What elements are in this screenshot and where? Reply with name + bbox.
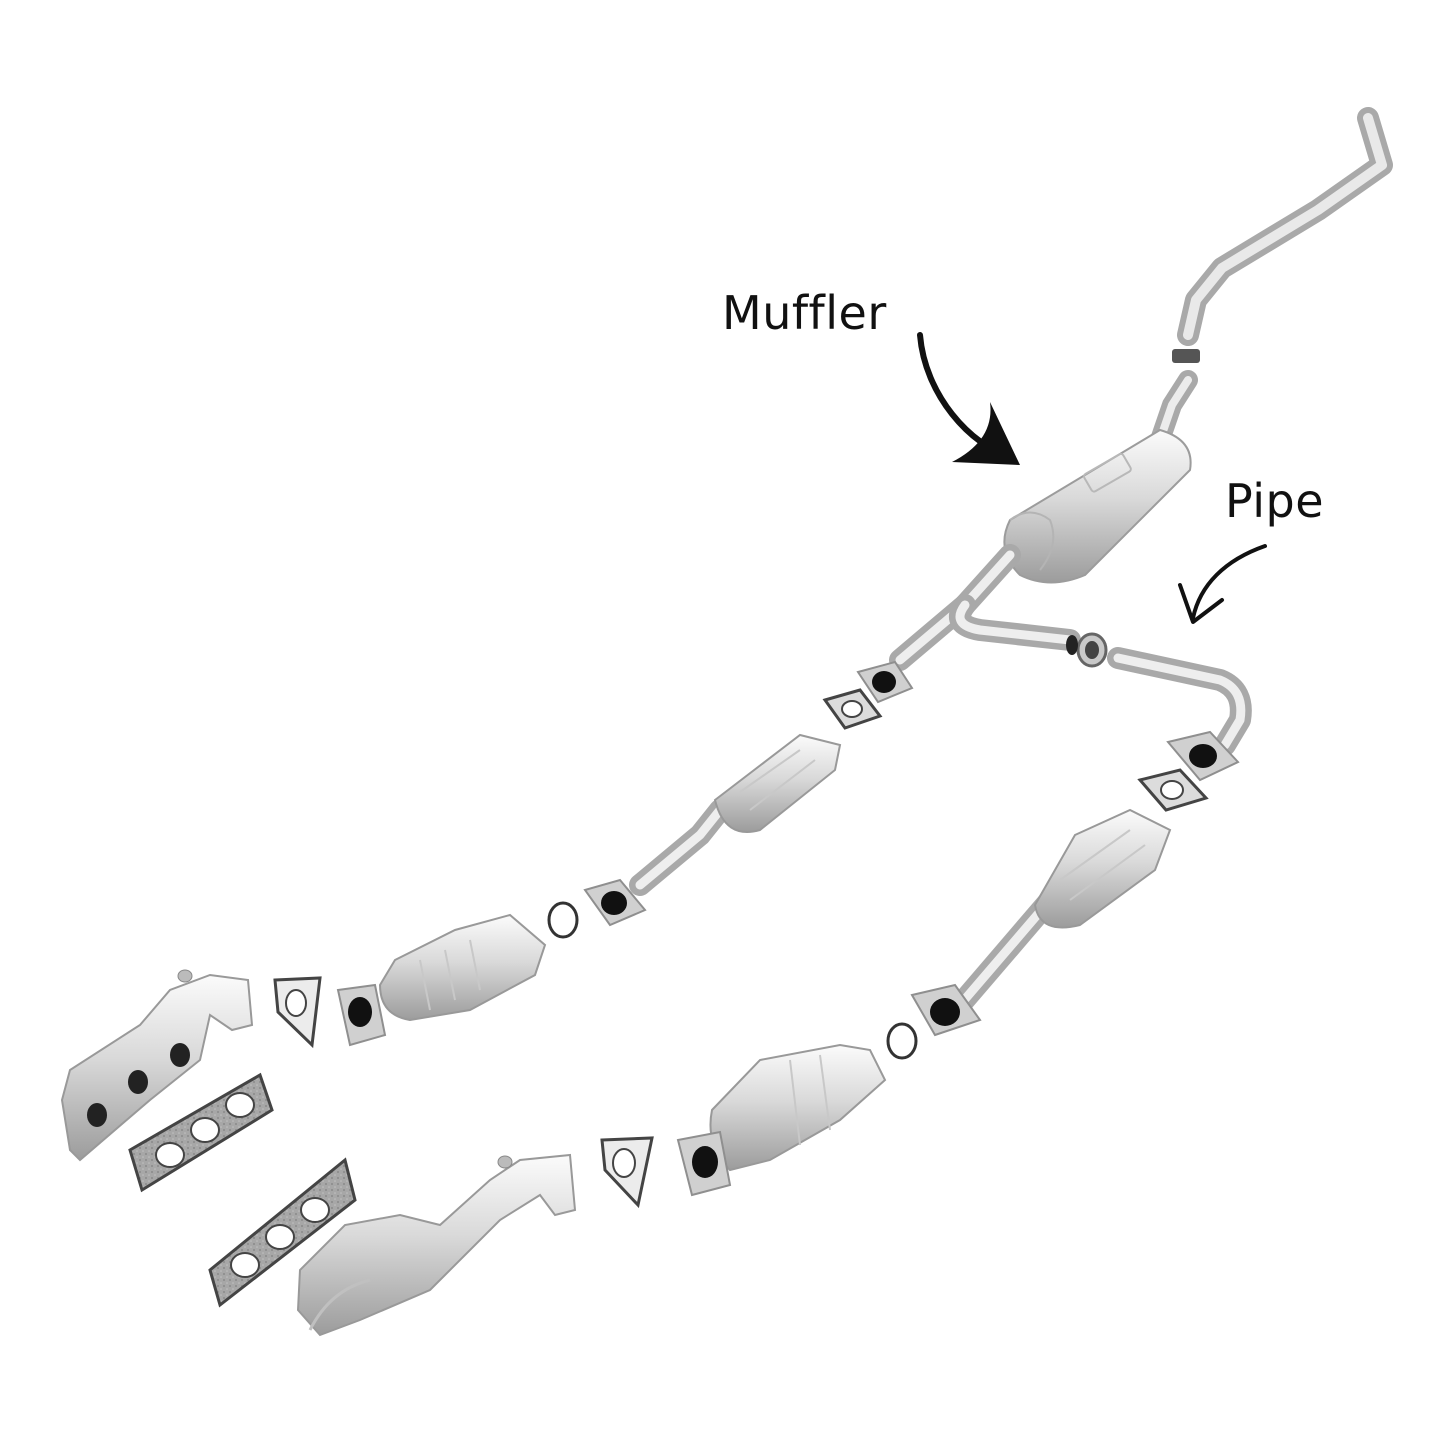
gasket-ypipe-left bbox=[822, 688, 883, 730]
flange-ypipe-right bbox=[1166, 730, 1240, 782]
flange-ypipe-left bbox=[856, 660, 914, 704]
tailpipe bbox=[1150, 107, 1393, 450]
manifold-gasket-right bbox=[208, 1157, 357, 1308]
o-ring-right bbox=[886, 1022, 918, 1060]
pipe-clamp bbox=[1076, 632, 1108, 668]
exhaust-manifold-right bbox=[296, 1153, 577, 1337]
pipe-arrowhead bbox=[1178, 583, 1224, 624]
gasket-triangle-left bbox=[273, 976, 322, 1049]
gasket-triangle-right bbox=[600, 1136, 654, 1209]
catalytic-converter-rear-right bbox=[910, 808, 1172, 1037]
o-ring-left bbox=[547, 901, 579, 939]
catalytic-converter-front-left bbox=[336, 913, 547, 1047]
tailpipe-clamp bbox=[1172, 349, 1200, 363]
catalytic-converter-rear-left bbox=[583, 733, 842, 927]
exhaust-manifold-left bbox=[60, 969, 254, 1162]
muffler-label: Muffler bbox=[722, 286, 887, 340]
y-pipe bbox=[856, 544, 1252, 782]
catalytic-converter-front-right bbox=[676, 1043, 887, 1197]
pipe-arrow bbox=[1191, 544, 1267, 620]
gasket-ypipe-right bbox=[1137, 768, 1209, 812]
manifold-gasket-left bbox=[128, 1072, 274, 1193]
muffler bbox=[1003, 428, 1192, 584]
pipe-end-left bbox=[1066, 635, 1078, 655]
muffler-arrowhead bbox=[952, 402, 1020, 465]
pipe-label: Pipe bbox=[1225, 474, 1325, 528]
